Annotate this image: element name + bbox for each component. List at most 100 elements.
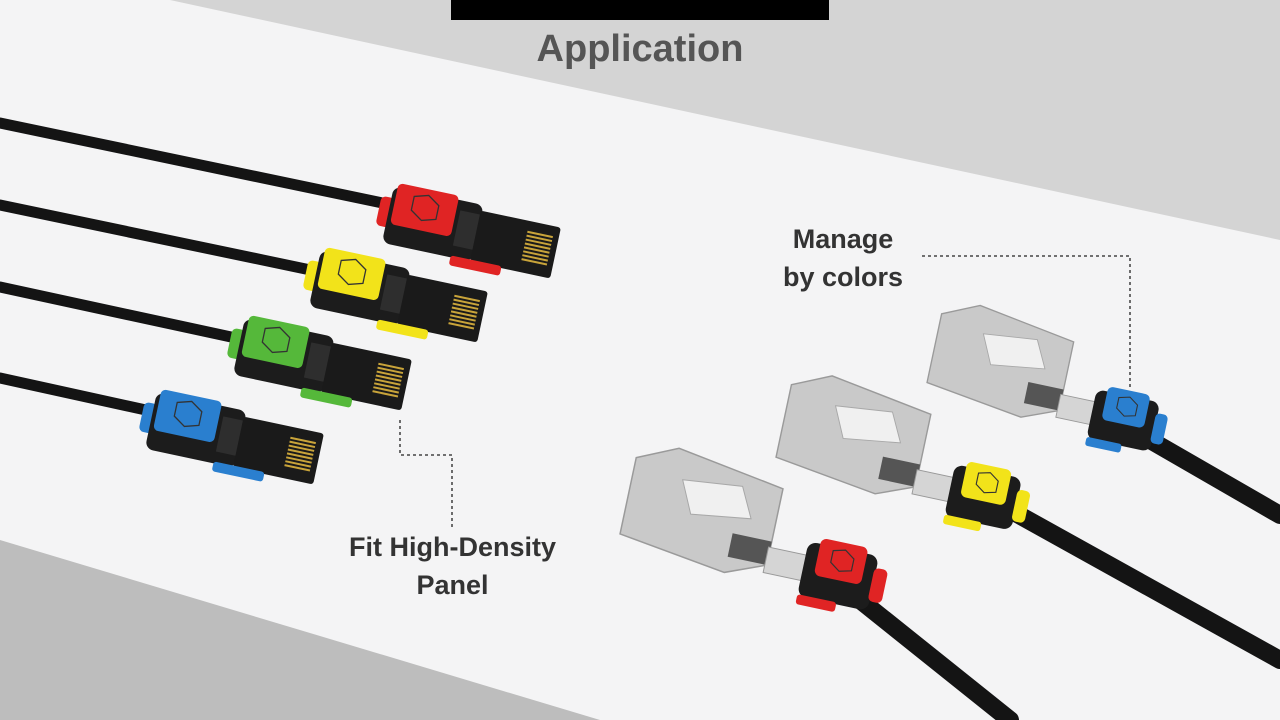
plug-contact-pin <box>375 374 402 382</box>
keystone-plug-neck <box>911 469 955 503</box>
plug-contact-pin <box>373 382 400 390</box>
logo-icon <box>410 194 440 222</box>
plug-contact-pin <box>527 230 553 239</box>
plug-head <box>233 417 324 484</box>
keystone-boot-ring-yellow <box>1012 490 1030 523</box>
plug-head <box>321 343 412 410</box>
keystone-boot-ring-blue <box>1150 413 1168 445</box>
top-black-bar <box>451 0 829 20</box>
keystone-color-tag-blue <box>1102 387 1150 428</box>
right-cables <box>851 431 1280 720</box>
plug-lower-tab-red <box>449 255 502 276</box>
plug-contact-pin <box>377 366 404 375</box>
plug-contact-pin <box>448 322 475 330</box>
keystone-jack-blue <box>926 304 1168 453</box>
plug-latch-window <box>215 416 243 456</box>
keystone-plug-neck <box>1055 393 1097 426</box>
caption-manage-colors: Manage by colors <box>758 220 928 296</box>
keystone-color-tag-yellow <box>961 462 1012 505</box>
plug-contact-pin <box>285 460 312 468</box>
plug-contact-pin <box>522 250 549 258</box>
keystone-plug-neck <box>762 546 809 582</box>
background-band-upper <box>170 0 1280 240</box>
plug-color-tag-red <box>390 183 459 236</box>
patch-cable-blue-wire <box>0 372 161 418</box>
patch-cable-yellow-wire <box>0 199 326 278</box>
right-keystones <box>619 304 1168 612</box>
leader-line-density <box>399 420 453 530</box>
plug-contact-pin <box>449 318 476 326</box>
plug-head <box>470 211 561 278</box>
plug-lower-tab-green <box>300 387 353 408</box>
plug-contact-pin <box>450 310 477 318</box>
keystone-shutter <box>982 333 1046 370</box>
plug-contact-pin <box>289 440 316 449</box>
keystone-cable-yellow-wire <box>1001 501 1280 669</box>
keystone-lower-tab-blue <box>1085 437 1122 453</box>
plug-contact-pin <box>376 370 403 378</box>
plug-color-tag-blue <box>153 389 222 442</box>
logo-icon <box>975 472 999 494</box>
plug-lower-tab-blue <box>212 461 265 482</box>
caption-high-density: Fit High-Density Panel <box>330 528 575 604</box>
page-title: Application <box>536 28 744 70</box>
plug-contact-pin <box>526 234 553 243</box>
patch-plug-yellow <box>303 247 488 342</box>
keystone-boot-ring-red <box>868 568 888 603</box>
plug-contact-pin <box>287 448 314 456</box>
keystone-cable-blue-wire <box>1141 431 1280 524</box>
patch-plug-green <box>227 315 412 410</box>
logo-icon <box>830 549 855 572</box>
plug-contact-pin <box>288 444 315 452</box>
plug-contact-pin <box>284 464 311 472</box>
patch-plug-red <box>376 183 561 278</box>
keystone-lower-tab-red <box>795 594 836 612</box>
plug-contact-pin <box>525 238 552 246</box>
patch-plug-blue <box>139 389 324 484</box>
keystone-color-tag-red <box>814 539 868 584</box>
plug-contact-pin <box>372 390 399 398</box>
keystone-shutter <box>834 405 902 444</box>
keystone-port <box>1023 381 1064 411</box>
left-plugs <box>139 183 561 484</box>
plug-contact-pin <box>521 258 548 266</box>
plug-color-tag-green <box>241 315 310 368</box>
keystone-port <box>727 533 772 566</box>
plug-latch-window <box>303 342 331 382</box>
logo-icon <box>261 326 291 354</box>
plug-contact-pin <box>523 246 550 254</box>
plug-contact-pin <box>451 306 478 314</box>
plug-contact-pin <box>378 362 404 371</box>
plug-latch-window <box>452 210 480 250</box>
patch-cable-red-wire <box>0 117 398 211</box>
background-band-lower <box>0 540 600 720</box>
plug-color-tag-yellow <box>317 247 386 300</box>
caption-high-density-line2: Panel <box>416 570 489 600</box>
caption-manage-colors-line2: by colors <box>782 262 904 292</box>
plug-latch-window <box>379 274 407 314</box>
logo-icon <box>173 400 203 428</box>
keystone-jack-red <box>619 447 888 612</box>
plug-contact-pin <box>285 456 312 464</box>
plug-lower-tab-yellow <box>376 319 429 340</box>
plug-contact-pin <box>286 452 313 460</box>
keystone-jack-yellow <box>775 375 1030 532</box>
keystone-lower-tab-yellow <box>943 514 982 532</box>
patch-cable-green-wire <box>0 281 251 346</box>
plug-contact-pin <box>524 242 551 250</box>
caption-high-density-line1: Fit High-Density <box>349 532 556 562</box>
plug-contact-pin <box>522 254 549 262</box>
caption-manage-colors-line1: Manage <box>792 224 894 254</box>
keystone-cable-red-wire <box>851 591 1019 720</box>
plug-contact-pin <box>374 378 401 386</box>
logo-icon <box>1116 396 1139 417</box>
plug-contact-pin <box>373 386 400 394</box>
plug-contact-pin <box>453 298 480 307</box>
plug-contact-pin <box>290 436 316 445</box>
plug-contact-pin <box>454 294 480 303</box>
keystone-port <box>878 456 921 487</box>
plug-head <box>397 275 488 342</box>
logo-icon <box>337 258 367 286</box>
